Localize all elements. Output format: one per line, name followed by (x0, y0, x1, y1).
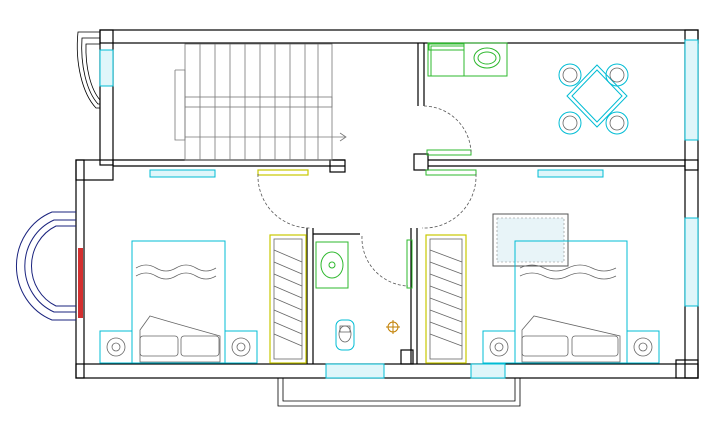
left-bay-balcony (15, 211, 83, 321)
balcony-door-marker (78, 248, 83, 318)
window-south-small (470, 363, 506, 379)
bathroom-basin (315, 241, 349, 289)
kitchen-counter (427, 42, 508, 77)
door-bathroom (361, 235, 413, 289)
door-bedroom-left (257, 169, 311, 229)
floor-drain (386, 320, 400, 334)
window-dining-east (684, 39, 699, 141)
door-bedroom-right (421, 169, 477, 229)
bathroom (315, 241, 400, 351)
wardrobe-left (269, 234, 307, 364)
interior-walls (113, 43, 685, 365)
wardrobe-right (425, 234, 467, 364)
dining-chair (605, 111, 629, 135)
bed-left (131, 240, 226, 364)
top-left-bay (76, 31, 101, 109)
stair-treads (199, 44, 319, 160)
dining-chair (605, 63, 629, 87)
window-bedroom-left-north (149, 169, 216, 178)
exterior-walls (75, 29, 699, 379)
windows (99, 39, 699, 379)
window-staircase-west (99, 49, 114, 87)
kitchen-sink (473, 47, 501, 69)
doors (257, 105, 477, 289)
window-bedroom-right-north (537, 169, 604, 178)
south-balcony (277, 378, 521, 407)
bedside-table (99, 330, 133, 364)
dining-chair (558, 111, 582, 135)
toilet (335, 319, 355, 351)
window-bedroom-right-east (684, 217, 699, 307)
rug (492, 213, 569, 267)
bedside-table (626, 330, 660, 364)
bed-right (514, 240, 628, 364)
bedside-table (224, 330, 258, 364)
window-bathroom-south (325, 363, 385, 379)
door-kitchen (423, 105, 472, 156)
dining-chair (558, 63, 582, 87)
staircase (174, 43, 347, 161)
dining-set (558, 63, 629, 135)
bedside-table (482, 330, 516, 364)
